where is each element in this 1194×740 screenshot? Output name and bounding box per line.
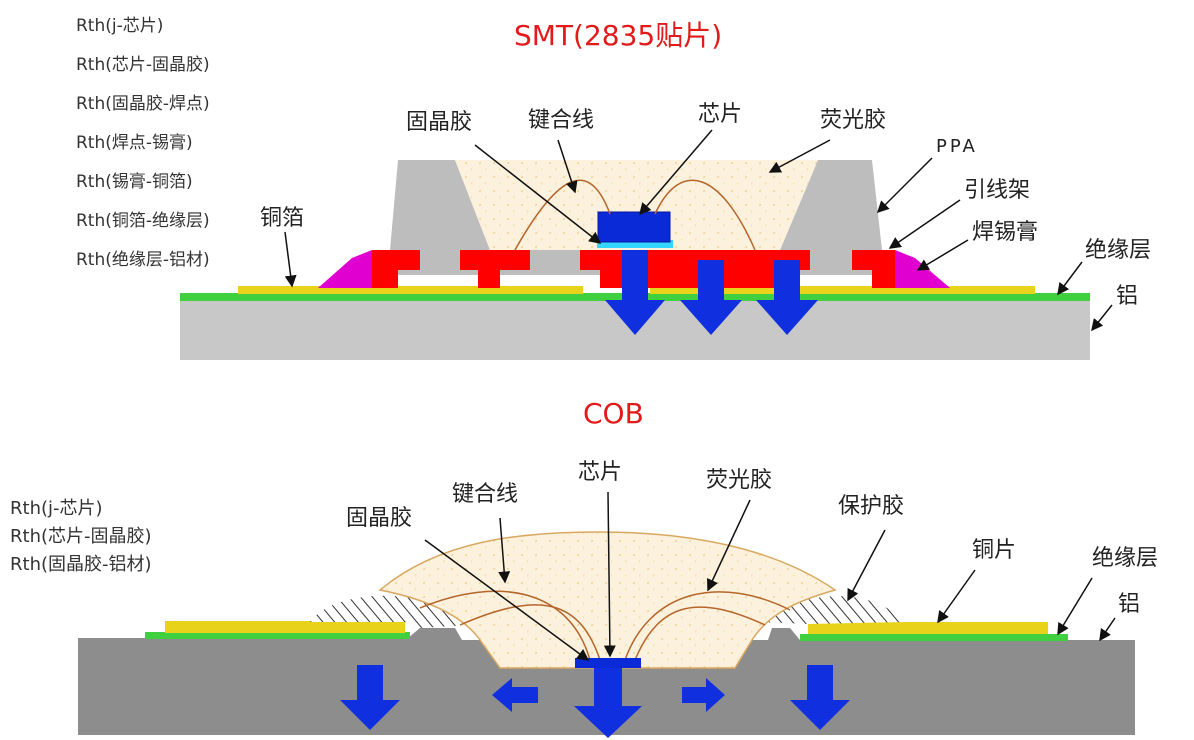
cob-bond-wire-3 [624,591,791,661]
cob-label-die-attach: 固晶胶 [346,506,413,531]
smt-rth-5: Rth(锡膏-铜箔) [76,172,193,192]
smt-leader-phosphor [768,139,831,173]
smt-heat-arrow-1 [605,250,665,335]
cob-title: COB [583,397,644,430]
cob-insulation-left [145,632,410,639]
smt-lead-frame-right [852,250,895,288]
cob-heat-arrow-left [340,665,400,730]
smt-label-die-attach: 固晶胶 [406,110,473,135]
cob-chip [575,658,641,668]
cob-heat-arrow-side-right [682,678,725,712]
cob-rth-2: Rth(芯片-固晶胶) [10,526,152,547]
smt-solder-left [318,250,372,288]
smt-leader-die-attach [474,144,602,244]
cob-bond-wire-2 [459,604,601,661]
smt-chip [597,211,671,243]
cob-leader-aluminum [1099,617,1116,642]
smt-diagram [180,129,1113,360]
smt-copper-foil-left [238,286,583,294]
smt-leader-chip [639,129,713,216]
smt-label-solder: 焊锡膏 [972,220,1039,245]
smt-lead-frame-left [372,250,420,288]
smt-leader-bond-wire [557,139,578,194]
cob-label-phosphor: 荧光胶 [706,468,773,493]
smt-bond-wire-right [654,179,756,251]
cob-copper-left [165,621,405,633]
cob-label-protect-glue: 保护胶 [838,494,905,519]
cob-insulation-right [800,634,1068,641]
smt-label-lead-frame: 引线架 [964,178,1031,203]
smt-leader-ppa [876,157,933,214]
cob-bond-wire-4 [634,606,766,661]
smt-label-chip: 芯片 [698,102,743,127]
smt-lead-frame-mid-left [460,250,530,288]
cob-leader-copper [937,569,976,624]
cob-bond-wire-1 [419,590,591,661]
cob-leader-bond-wire [498,517,511,584]
smt-phosphor [455,160,818,250]
smt-heat-arrow-3 [756,260,818,335]
smt-rth-3: Rth(固晶胶-焊点) [76,94,210,114]
smt-label-insulation: 绝缘层 [1085,238,1152,263]
cob-rth-1: Rth(j-芯片) [10,498,103,519]
smt-heat-arrow-2 [680,260,742,335]
smt-label-phosphor: 荧光胶 [820,108,887,133]
cob-leader-protect-glue [847,529,886,602]
cob-copper-right [808,622,1048,634]
smt-label-bond-wire: 键合线 [528,108,595,133]
smt-label-aluminum: 铝 [1116,284,1139,309]
smt-label-copper-foil: 铜箔 [260,206,305,231]
cob-heat-arrow-center [574,668,642,738]
smt-leader-insulation [1057,261,1083,296]
smt-rth-4: Rth(焊点-锡膏) [76,133,193,153]
smt-die-attach [597,240,673,248]
smt-rth-7: Rth(绝缘层-铝材) [76,250,210,270]
smt-title: SMT(2835贴片) [514,19,723,52]
smt-label-ppa: PPA [936,136,978,157]
cob-heat-arrow-side-left [492,678,538,712]
smt-leader-copper-foil [284,231,297,288]
cob-leader-phosphor [707,499,751,592]
cob-leader-chip [603,491,616,658]
cob-label-bond-wire: 键合线 [452,482,519,507]
smt-rth-2: Rth(芯片-固晶胶) [76,55,210,75]
cob-heat-arrow-right [790,665,850,730]
smt-rth-1: Rth(j-芯片) [76,16,164,36]
smt-leader-solder [916,239,969,271]
smt-copper-foil-right [650,286,1035,294]
cob-leader-insulation [1057,577,1093,636]
cob-leader-die-attach [424,539,590,661]
cob-label-copper: 铜片 [972,538,1017,563]
cob-rth-3: Rth(固晶胶-铝材) [10,554,152,575]
smt-rth-6: Rth(铜箔-绝缘层) [76,211,210,231]
smt-leader-lead-frame [888,199,961,249]
cob-diagram [78,491,1135,738]
cob-phosphor-dome [378,531,837,669]
cob-label-chip: 芯片 [578,460,623,485]
cob-label-aluminum: 铝 [1118,592,1141,617]
smt-leader-aluminum [1091,304,1113,332]
cob-label-insulation: 绝缘层 [1092,546,1159,571]
